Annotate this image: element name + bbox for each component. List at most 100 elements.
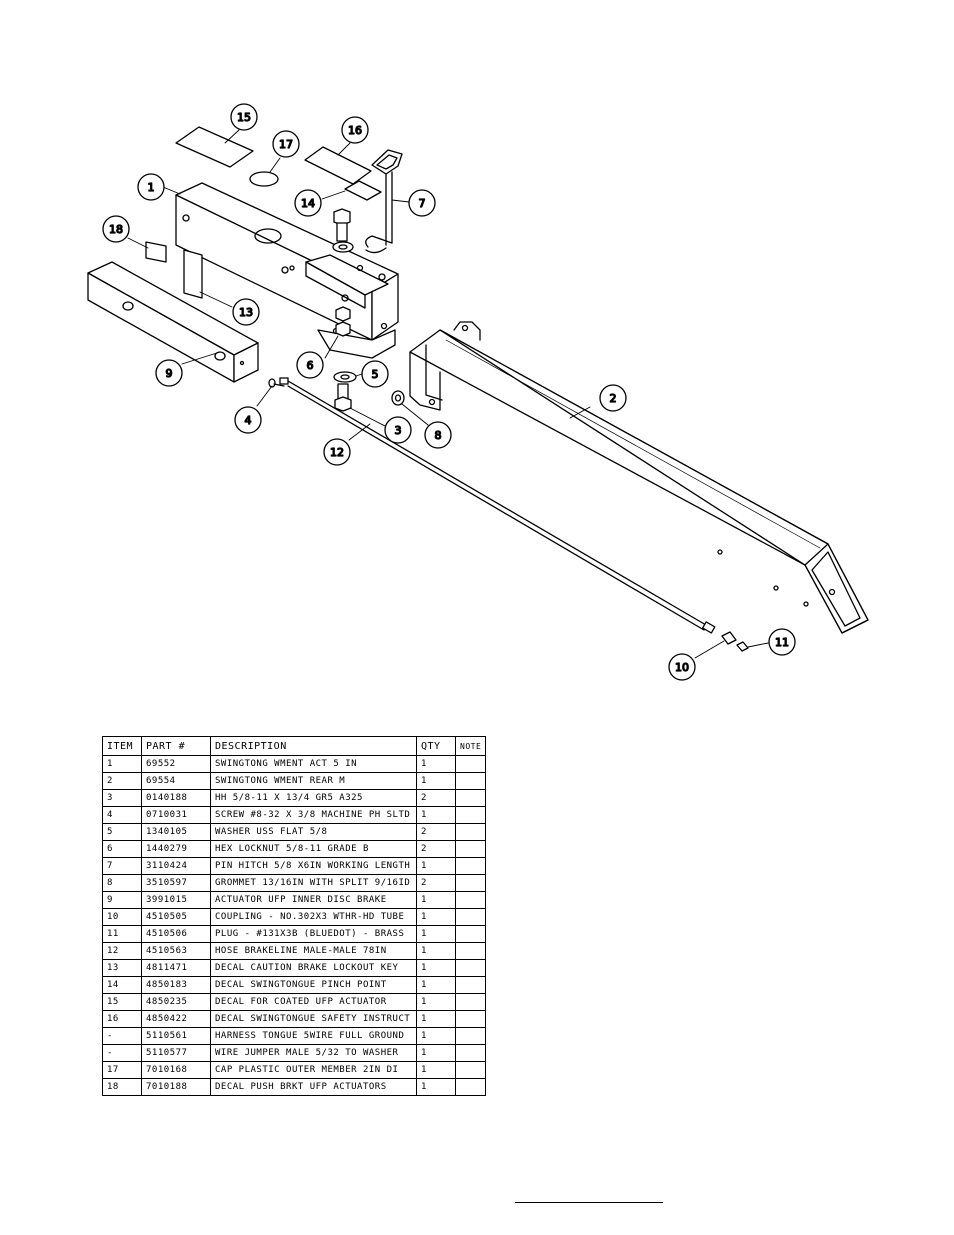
balloon-label: 18 — [109, 223, 123, 236]
cell-item: 10 — [102, 908, 142, 926]
cell-item: 9 — [102, 891, 142, 909]
cell-part-number: 7010168 — [141, 1061, 211, 1079]
cell-description: DECAL PUSH BRKT UFP ACTUATORS — [210, 1078, 417, 1096]
cell-part-number: 0140188 — [141, 789, 211, 807]
balloon-label: 9 — [166, 367, 173, 380]
cell-description: DECAL FOR COATED UFP ACTUATOR — [210, 993, 417, 1011]
cell-part-number: 4510506 — [141, 925, 211, 943]
actuator-inner-member — [87, 261, 259, 383]
balloon-label: 10 — [675, 661, 689, 674]
cell-note — [454, 1010, 487, 1028]
washer-5-lower — [333, 371, 357, 383]
balloon-label: 15 — [237, 111, 251, 124]
balloon-12: 12 — [323, 438, 351, 466]
balloon-label: 14 — [301, 197, 315, 210]
balloon-11: 11 — [768, 628, 796, 656]
cell-note — [454, 840, 487, 858]
balloon-10: 10 — [668, 653, 696, 681]
balloon-16: 16 — [341, 116, 369, 144]
balloon-6: 6 — [296, 351, 324, 379]
cell-part-number: 4850235 — [141, 993, 211, 1011]
plug-11 — [736, 641, 749, 652]
cell-note — [454, 1027, 487, 1045]
balloon-label: 8 — [435, 429, 442, 442]
grommet-8 — [391, 390, 405, 406]
bolt-3-lower — [334, 383, 352, 412]
cell-qty: 1 — [416, 1010, 456, 1028]
cell-qty: 1 — [416, 908, 456, 926]
cell-item: 16 — [102, 1010, 142, 1028]
cell-part-number: 3991015 — [141, 891, 211, 909]
cell-part-number: 69552 — [141, 755, 211, 773]
cell-note — [454, 874, 487, 892]
balloon-label: 11 — [775, 636, 789, 649]
balloon-label: 13 — [239, 306, 253, 319]
cell-description: WIRE JUMPER MALE 5/32 TO WASHER — [210, 1044, 417, 1062]
cell-qty: 1 — [416, 976, 456, 994]
cell-part-number: 1440279 — [141, 840, 211, 858]
leader-lines — [127, 129, 769, 659]
cell-note — [454, 908, 487, 926]
cell-description: ACTUATOR UFP INNER DISC BRAKE — [210, 891, 417, 909]
cell-item: - — [102, 1044, 142, 1062]
cell-item: 14 — [102, 976, 142, 994]
cell-item: 1 — [102, 755, 142, 773]
cell-qty: 1 — [416, 1044, 456, 1062]
cell-qty: 1 — [416, 772, 456, 790]
cell-description: SCREW #8-32 X 3/8 MACHINE PH SLTD — [210, 806, 417, 824]
cell-qty: 1 — [416, 857, 456, 875]
balloon-4: 4 — [234, 406, 262, 434]
cell-description: PLUG - #131X3B (BLUEDOT) - BRASS — [210, 925, 417, 943]
cell-qty: 1 — [416, 806, 456, 824]
cell-part-number: 4510505 — [141, 908, 211, 926]
balloon-label: 4 — [245, 414, 252, 427]
header-item: ITEM — [102, 736, 142, 756]
cell-note — [454, 976, 487, 994]
cell-note — [454, 1061, 487, 1079]
cell-qty: 2 — [416, 840, 456, 858]
decal-14 — [344, 180, 382, 201]
cell-note — [454, 942, 487, 960]
header-note: NOTE — [454, 736, 487, 756]
header-qty: QTY — [416, 736, 456, 756]
locknut-6 — [335, 306, 351, 337]
balloon-8: 8 — [424, 421, 452, 449]
decal-18 — [145, 241, 167, 263]
decal-16 — [304, 146, 372, 185]
cell-description: DECAL CAUTION BRAKE LOCKOUT KEY — [210, 959, 417, 977]
cell-part-number: 7010188 — [141, 1078, 211, 1096]
swingtongue-weldment — [175, 182, 399, 359]
cell-part-number: 4850183 — [141, 976, 211, 994]
cell-part-number: 4811471 — [141, 959, 211, 977]
cell-note — [454, 823, 487, 841]
plastic-cap-17 — [249, 171, 279, 187]
cell-part-number: 69554 — [141, 772, 211, 790]
cell-item: 2 — [102, 772, 142, 790]
balloon-14: 14 — [294, 189, 322, 217]
coupling-10 — [721, 631, 737, 645]
cell-item: 3 — [102, 789, 142, 807]
balloon-5: 5 — [361, 360, 389, 388]
balloon-label: 16 — [348, 124, 362, 137]
cell-qty: 2 — [416, 823, 456, 841]
balloon-label: 3 — [395, 424, 402, 437]
brake-hose-12 — [279, 377, 716, 634]
balloon-3: 3 — [384, 416, 412, 444]
cell-description: HH 5/8-11 X 13/4 GR5 A325 — [210, 789, 417, 807]
cell-description: DECAL SWINGTONGUE SAFETY INSTRUCT — [210, 1010, 417, 1028]
cell-qty: 1 — [416, 993, 456, 1011]
cell-note — [454, 789, 487, 807]
cell-item: 5 — [102, 823, 142, 841]
